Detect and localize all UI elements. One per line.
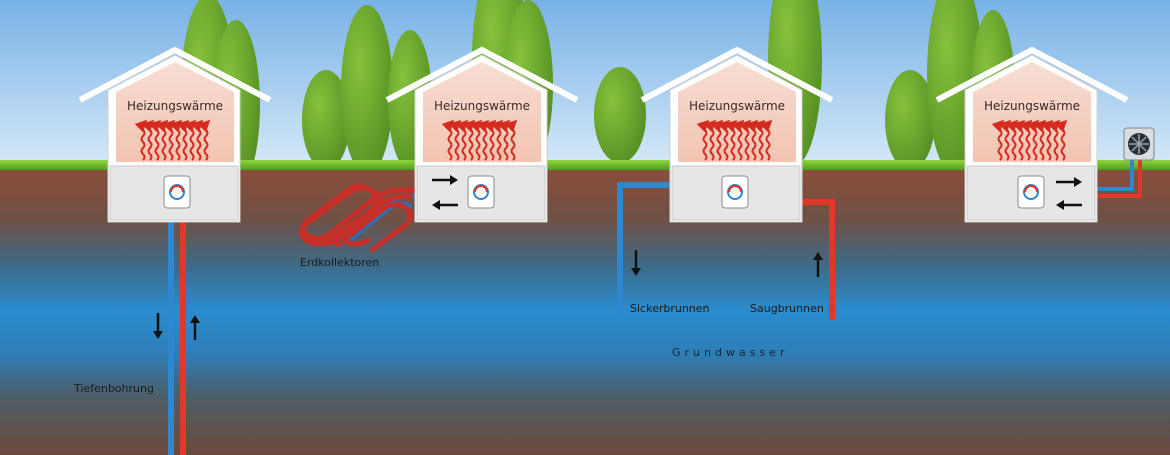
label-grundwasser: Grundwasser bbox=[672, 346, 788, 359]
heat-arrow bbox=[197, 119, 211, 161]
heat-arrow bbox=[759, 119, 773, 161]
house-4 bbox=[935, 46, 1129, 223]
heat-pump-unit-icon bbox=[163, 175, 191, 209]
heat-arrow bbox=[1054, 119, 1068, 161]
heat-pump-unit-icon bbox=[1017, 175, 1045, 209]
heat-pump-unit-icon bbox=[721, 175, 749, 209]
house-4-title: Heizungswärme bbox=[984, 99, 1080, 113]
heat-arrow bbox=[504, 119, 518, 161]
heat-arrows bbox=[134, 119, 1068, 161]
air-fan-unit-icon bbox=[1123, 127, 1155, 161]
ground-collector-pipes bbox=[299, 183, 471, 253]
house-1 bbox=[78, 46, 272, 223]
tree bbox=[885, 70, 935, 170]
tree bbox=[302, 70, 350, 170]
borehole-pipes bbox=[168, 205, 186, 455]
house-3-title: Heizungswärme bbox=[689, 99, 785, 113]
house-3 bbox=[640, 46, 834, 223]
grass-strip bbox=[0, 160, 1170, 170]
house-1-title: Heizungswärme bbox=[127, 99, 223, 113]
heat-pump-unit-icon bbox=[467, 175, 495, 209]
house-2-title: Heizungswärme bbox=[434, 99, 530, 113]
label-tiefenbohrung: Tiefenbohrung bbox=[73, 382, 154, 395]
label-sickerbrunnen: Sickerbrunnen bbox=[630, 302, 710, 315]
label-saugbrunnen: Saugbrunnen bbox=[750, 302, 824, 315]
label-erdkollektoren: Erdkollektoren bbox=[300, 256, 379, 269]
tree bbox=[341, 5, 393, 175]
tree bbox=[594, 67, 646, 163]
flow-arrows bbox=[153, 175, 1082, 340]
